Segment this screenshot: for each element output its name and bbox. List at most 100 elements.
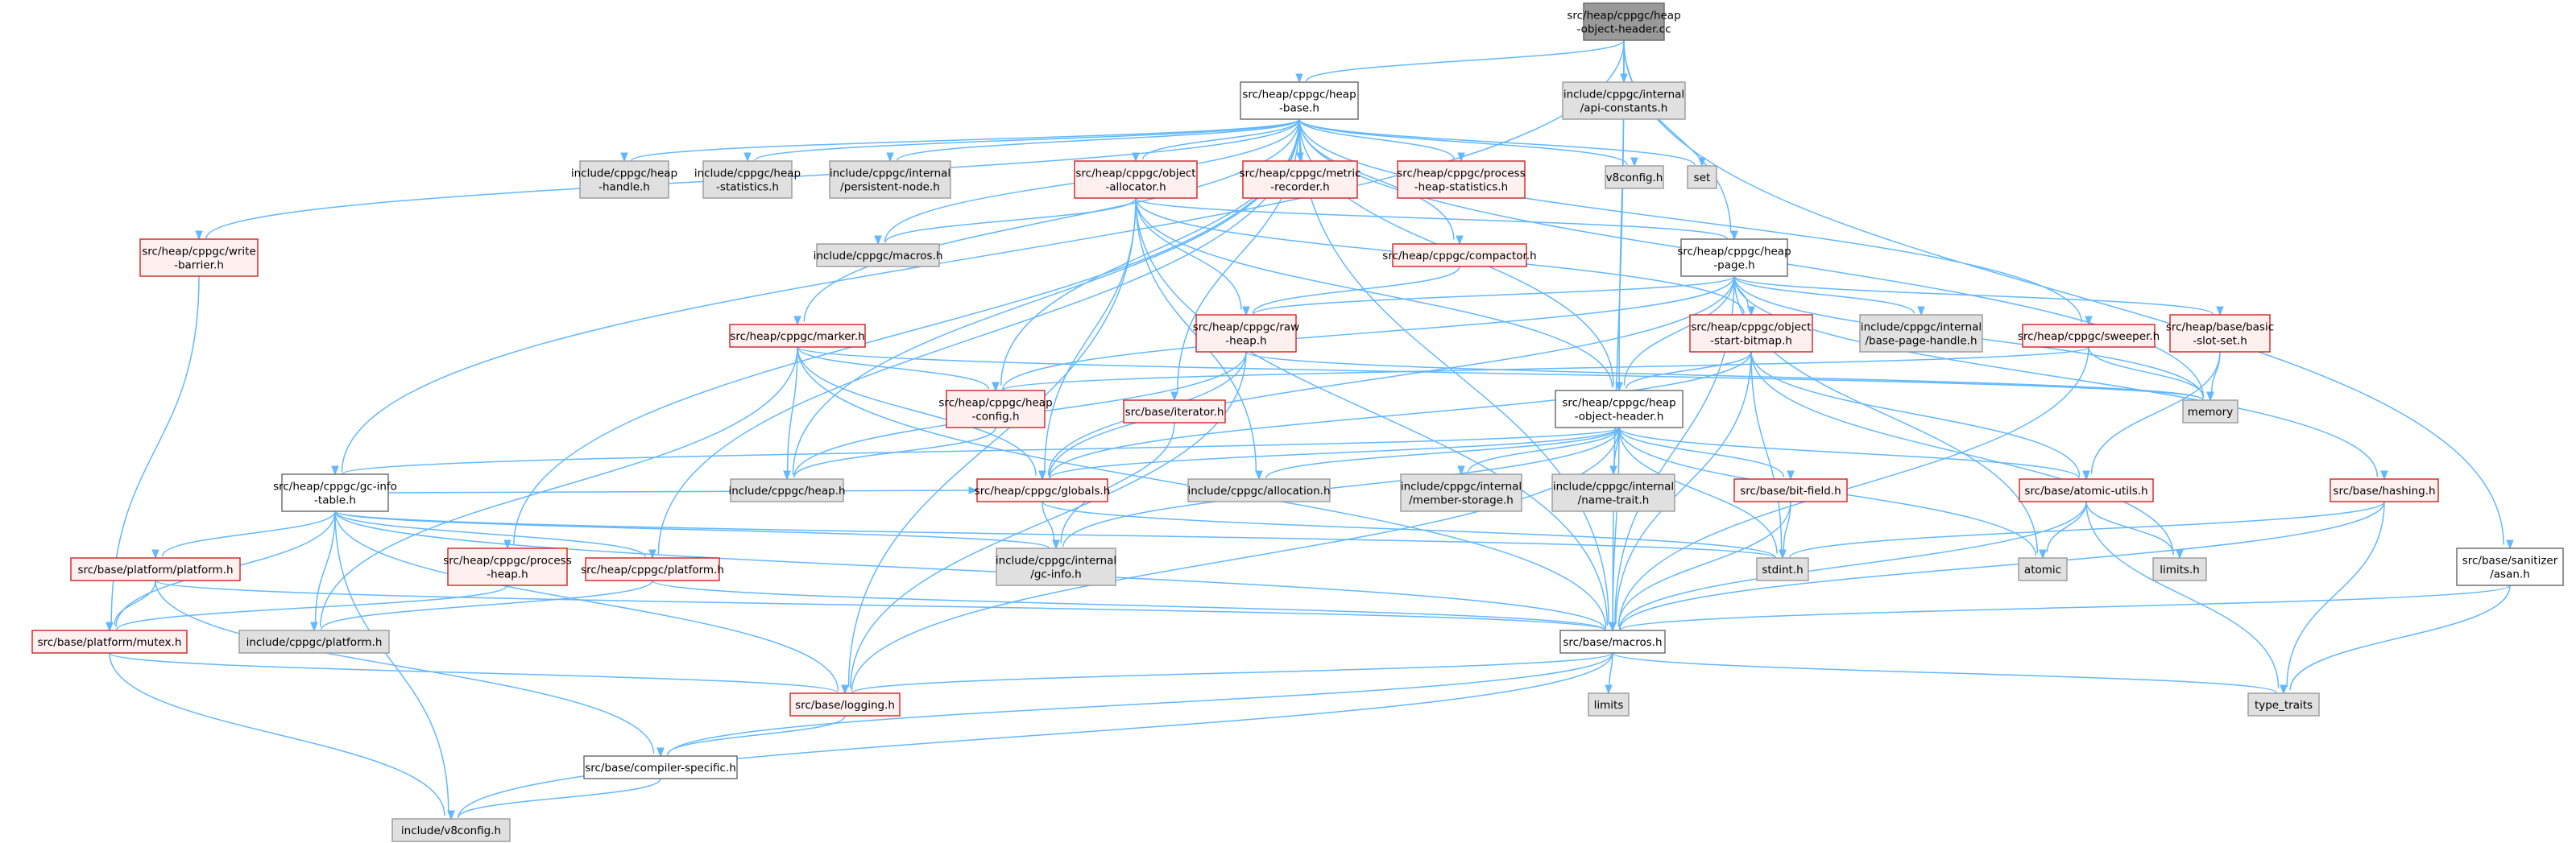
node-label: src/base/platform/mutex.h [38, 636, 182, 649]
node-label: src/heap/cppgc/heap [1562, 397, 1675, 410]
node-label: include/cppgc/internal [996, 555, 1116, 568]
node-label: src/heap/cppgc/globals.h [975, 485, 1111, 498]
edge-heapbase-to-v8config [1298, 118, 1638, 167]
edge-line [1618, 501, 2087, 629]
node-label: include/cppgc/internal [1563, 89, 1684, 101]
edge-line [1750, 351, 1783, 552]
arrowhead [656, 747, 665, 758]
node-platformplatform[interactable]: src/base/platform/platform.h [70, 557, 241, 581]
edge-line [458, 778, 661, 818]
node-label: v8config.h [1606, 171, 1663, 184]
edge-atomicutils-to-basemacros [1609, 501, 2087, 632]
node-mutex[interactable]: src/base/platform/mutex.h [31, 630, 188, 654]
node-heaph: include/cppgc/heap.h [728, 478, 846, 502]
node-compilerspecific[interactable]: src/base/compiler-specific.h [583, 755, 738, 779]
edge-platformplatform-to-compilerspecific [155, 580, 665, 758]
arrowhead [1456, 235, 1464, 246]
edge-line [1609, 652, 1613, 687]
node-label: -barrier.h [174, 259, 224, 272]
node-logging[interactable]: src/base/logging.h [789, 692, 901, 717]
arrowhead [331, 465, 339, 476]
node-heapconfig[interactable]: src/heap/cppgc/heap-config.h [938, 390, 1053, 428]
node-label: src/heap/cppgc/object [1691, 321, 1811, 334]
edge-line [1044, 197, 1137, 473]
node-box [1074, 160, 1198, 199]
node-root[interactable]: src/heap/cppgc/heap-object-header.cc [1567, 2, 1681, 41]
edge-hashing-to-stdint [1779, 501, 2385, 560]
arrowhead [743, 152, 752, 163]
edge-line [334, 510, 1606, 630]
arrowhead [151, 549, 159, 560]
node-compactor[interactable]: src/heap/cppgc/compactor.h [1382, 243, 1537, 267]
node-sweeper[interactable]: src/heap/cppgc/sweeper.h [2018, 324, 2160, 348]
node-box [70, 557, 241, 581]
node-objheader[interactable]: src/heap/cppgc/heap-object-header.h [1555, 390, 1684, 428]
edge-line [155, 580, 655, 754]
node-metric[interactable]: src/heap/cppgc/metric-recorder.h [1239, 160, 1361, 199]
node-label: -start-bitmap.h [1710, 335, 1792, 348]
node-marker[interactable]: src/heap/cppgc/marker.h [729, 324, 866, 348]
edge-line [1135, 197, 1613, 388]
arrowhead [2085, 316, 2093, 326]
node-hashing[interactable]: src/base/hashing.h [2330, 478, 2439, 502]
edge-heappage-to-basepagehandle [1733, 275, 1925, 316]
node-processstats[interactable]: src/heap/cppgc/process-heap-statistics.h [1397, 160, 1526, 199]
node-bitfield[interactable]: src/base/bit-field.h [1733, 478, 1848, 502]
edge-objheader-to-gcinfotable [331, 427, 1620, 476]
arrowhead [793, 316, 801, 326]
node-box [1559, 630, 1666, 654]
node-writebarrier[interactable]: src/heap/cppgc/write-barrier.h [139, 238, 259, 277]
edge-line [1612, 39, 1625, 624]
node-iterator[interactable]: src/base/iterator.h [1123, 399, 1226, 424]
node-box [2330, 478, 2439, 502]
edge-gcinfotable-to-incplatform [310, 510, 336, 632]
edge-mutex-to-logging [109, 652, 849, 695]
arrowhead [2206, 391, 2214, 402]
node-rawheap[interactable]: src/heap/cppgc/raw-heap.h [1193, 314, 1299, 353]
edge-logging-to-compilerspecific [656, 715, 846, 758]
node-box [2169, 314, 2271, 353]
arrowhead [310, 622, 318, 632]
arrowhead [2216, 306, 2224, 316]
node-label: src/heap/cppgc/process [443, 555, 572, 568]
node-box [1400, 473, 1522, 512]
node-heappage[interactable]: src/heap/cppgc/heap-page.h [1677, 238, 1791, 277]
node-startbitmap[interactable]: src/heap/cppgc/object-start-bitmap.h [1689, 314, 1813, 353]
node-heapstats: include/cppgc/heap-statistics.h [694, 160, 801, 199]
node-label: src/heap/cppgc/write [142, 246, 256, 258]
node-box [729, 324, 866, 348]
node-slotset[interactable]: src/heap/base/basic-slot-set.h [2166, 314, 2274, 353]
node-asan[interactable]: src/base/sanitizer/asan.h [2456, 548, 2564, 586]
edge-line [1049, 427, 1620, 479]
node-processheap[interactable]: src/heap/cppgc/process-heap.h [443, 548, 572, 586]
edge-line [1002, 346, 2089, 391]
arrowhead [783, 470, 791, 481]
node-cppgcplatform[interactable]: src/heap/cppgc/platform.h [581, 557, 724, 581]
node-box [976, 478, 1108, 502]
node-box [31, 630, 188, 654]
node-box [238, 630, 390, 654]
node-heapbase[interactable]: src/heap/cppgc/heap-base.h [1240, 81, 1359, 120]
node-globals[interactable]: src/heap/cppgc/globals.h [975, 478, 1111, 502]
node-atomicutils[interactable]: src/base/atomic-utils.h [2019, 478, 2154, 502]
node-objalloc[interactable]: src/heap/cppgc/object-allocator.h [1074, 160, 1198, 199]
edge-objheader-to-globals [1038, 427, 1620, 481]
node-gcinfotable[interactable]: src/heap/cppgc/gc-info-table.h [273, 473, 397, 512]
edge-cppgcplatform-to-incplatform [310, 580, 653, 632]
node-box [996, 548, 1116, 586]
node-label: /asan.h [2490, 568, 2530, 581]
edge-globals-to-gcinfo [1042, 501, 1060, 550]
node-label: /member-storage.h [1409, 494, 1514, 507]
edge-line [897, 118, 1300, 161]
edge-line [1298, 118, 1456, 160]
node-label: src/base/iterator.h [1125, 406, 1224, 419]
node-box [1680, 238, 1788, 277]
node-basemacros[interactable]: src/base/macros.h [1559, 630, 1666, 654]
node-label: -heap.h [487, 568, 528, 581]
arrowhead [2506, 539, 2514, 550]
edge-heapbase-to-heaphandle [620, 118, 1300, 163]
node-label: src/base/bit-field.h [1740, 485, 1841, 498]
node-label: -slot-set.h [2193, 335, 2247, 348]
node-v8config: v8config.h [1605, 165, 1664, 189]
edge-slotset-to-memory [2206, 351, 2221, 402]
